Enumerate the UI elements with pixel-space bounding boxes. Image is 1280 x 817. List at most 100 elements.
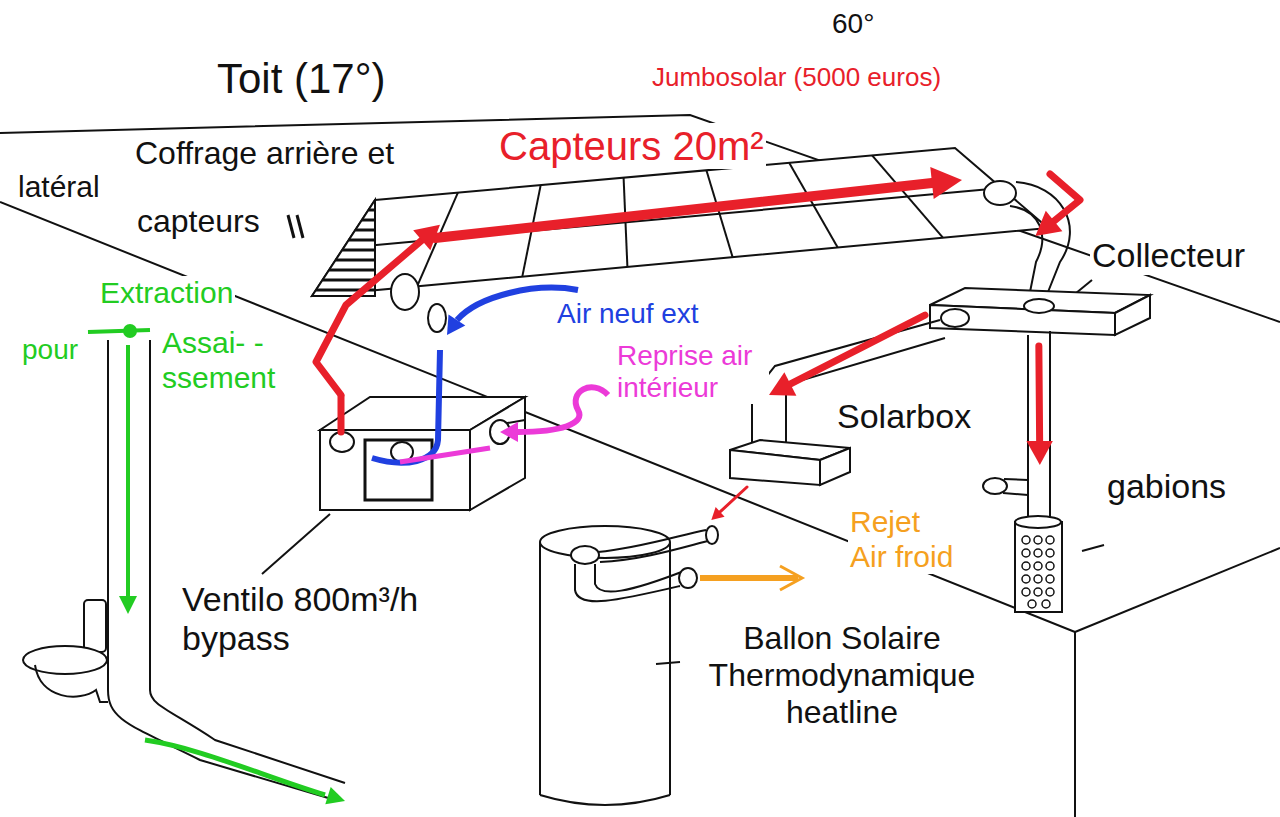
air-duct bbox=[1049, 331, 1051, 522]
coffrage-hatching bbox=[288, 200, 375, 296]
gabion-column bbox=[1042, 600, 1050, 608]
fresh-air-arrow bbox=[447, 315, 465, 336]
toilet bbox=[84, 600, 106, 652]
collector-panel: Jumbosolar (5000 euros) Capteurs 20m² bbox=[440, 55, 1050, 230]
extraction-pipe bbox=[107, 340, 109, 690]
water-tank bbox=[571, 546, 599, 564]
water-tank bbox=[679, 568, 697, 588]
solarbox-node: Solarbox bbox=[725, 395, 1000, 487]
flow-label: pour bbox=[20, 334, 80, 366]
flow-label: Rejet Air froid bbox=[848, 505, 964, 574]
cold-air-arrow bbox=[700, 575, 798, 581]
gabion-column bbox=[1046, 588, 1054, 596]
extraction-pipe bbox=[108, 690, 335, 800]
coffrage-hatching bbox=[355, 229, 375, 232]
gabion-column bbox=[1046, 575, 1054, 583]
flow-arrow bbox=[435, 183, 932, 238]
node-label: Collecteur bbox=[1090, 236, 1247, 275]
flow-arrow bbox=[1035, 174, 1080, 236]
arrow-head bbox=[711, 507, 724, 520]
gabion-column bbox=[1046, 562, 1054, 570]
gabion-column bbox=[1082, 545, 1104, 551]
solar-panel bbox=[312, 148, 1048, 296]
flow-arrow-line bbox=[316, 239, 423, 395]
extraction-pipe bbox=[149, 340, 151, 690]
coffrage-hatching bbox=[368, 209, 375, 212]
solar-panel bbox=[312, 148, 1048, 296]
extraction-arrow bbox=[88, 330, 150, 332]
arrow-head bbox=[413, 225, 440, 251]
gabion-column bbox=[1015, 516, 1104, 612]
water-tank bbox=[706, 526, 718, 544]
gabion-column bbox=[1034, 536, 1042, 544]
plenum-box bbox=[930, 305, 1115, 335]
plenum-box bbox=[941, 309, 969, 327]
solarbox-unit bbox=[730, 450, 820, 485]
flow-label: Reprise air intérieur bbox=[615, 340, 769, 404]
fresh-air-arrow bbox=[372, 350, 440, 463]
flow-arrow bbox=[338, 397, 345, 432]
arrow-head bbox=[1035, 211, 1062, 236]
fan-box bbox=[365, 440, 432, 500]
coffrage-hatching bbox=[342, 249, 375, 252]
water-tank bbox=[575, 564, 680, 601]
air-duct bbox=[785, 395, 787, 447]
cold-air-arrow bbox=[700, 566, 802, 590]
extraction-pipe bbox=[108, 340, 345, 800]
flow-arrow-line bbox=[789, 315, 925, 385]
plenum-box bbox=[930, 288, 1150, 335]
air-duct bbox=[983, 478, 1007, 494]
flow-arrow bbox=[1026, 346, 1052, 465]
part-label: Coffrage arrière et bbox=[133, 135, 396, 172]
gabion-column bbox=[1028, 600, 1036, 608]
solarbox-unit bbox=[820, 448, 850, 485]
fan-box bbox=[320, 430, 470, 510]
water-tank bbox=[539, 542, 541, 795]
collector-pipe bbox=[1010, 206, 1042, 292]
gabion-column bbox=[1046, 549, 1054, 557]
roof-line bbox=[0, 202, 1075, 817]
roof-line bbox=[1075, 548, 1280, 632]
air-duct bbox=[752, 320, 1050, 522]
coffrage-hatching bbox=[288, 215, 294, 238]
extraction-arrow bbox=[126, 345, 130, 596]
arrow-head bbox=[769, 372, 796, 396]
return-air-arrow bbox=[518, 387, 608, 432]
cold-air-arrow bbox=[780, 566, 802, 590]
return-air-arrow bbox=[500, 422, 518, 442]
collector-pipe bbox=[984, 181, 1016, 205]
flow-arrow bbox=[711, 487, 747, 520]
node-label: Solarbox bbox=[835, 397, 973, 436]
flow-label: Extraction bbox=[98, 276, 235, 311]
roof-label: Toit (17°) bbox=[215, 55, 388, 103]
flow-arrow bbox=[316, 225, 440, 395]
water-tank bbox=[540, 795, 670, 805]
fan-box bbox=[470, 397, 525, 510]
coffrage-hatching bbox=[336, 259, 375, 262]
flow-arrow bbox=[769, 315, 925, 396]
flow-label: Air neuf ext bbox=[555, 298, 701, 330]
angle-label: 60° bbox=[830, 8, 876, 40]
flow-arrow-line bbox=[719, 487, 747, 513]
gabion-column bbox=[1034, 562, 1042, 570]
node-label: Capteurs 20m² bbox=[497, 123, 766, 169]
roof-line bbox=[0, 115, 1280, 322]
water-tank bbox=[600, 540, 712, 562]
flow-arrow bbox=[930, 167, 962, 199]
gabion-column bbox=[1022, 549, 1030, 557]
roof-line bbox=[0, 115, 1280, 817]
extraction-arrow bbox=[325, 787, 345, 804]
coffrage-hatching bbox=[349, 239, 375, 242]
flow-label: Assai- -ssement bbox=[160, 326, 304, 395]
gabion-node: gabions bbox=[1005, 465, 1273, 615]
brand-label: Jumbosolar (5000 euros) bbox=[650, 63, 943, 93]
coffrage-hatching bbox=[323, 279, 376, 282]
air-duct bbox=[391, 274, 419, 310]
water-tank bbox=[595, 564, 684, 592]
flow-arrow bbox=[341, 397, 342, 432]
node-label: Ventilo 800m³/h bypass bbox=[180, 580, 484, 658]
gabion-column bbox=[1034, 575, 1042, 583]
part-label: latéral bbox=[16, 170, 102, 205]
flow-arrow bbox=[435, 167, 962, 238]
